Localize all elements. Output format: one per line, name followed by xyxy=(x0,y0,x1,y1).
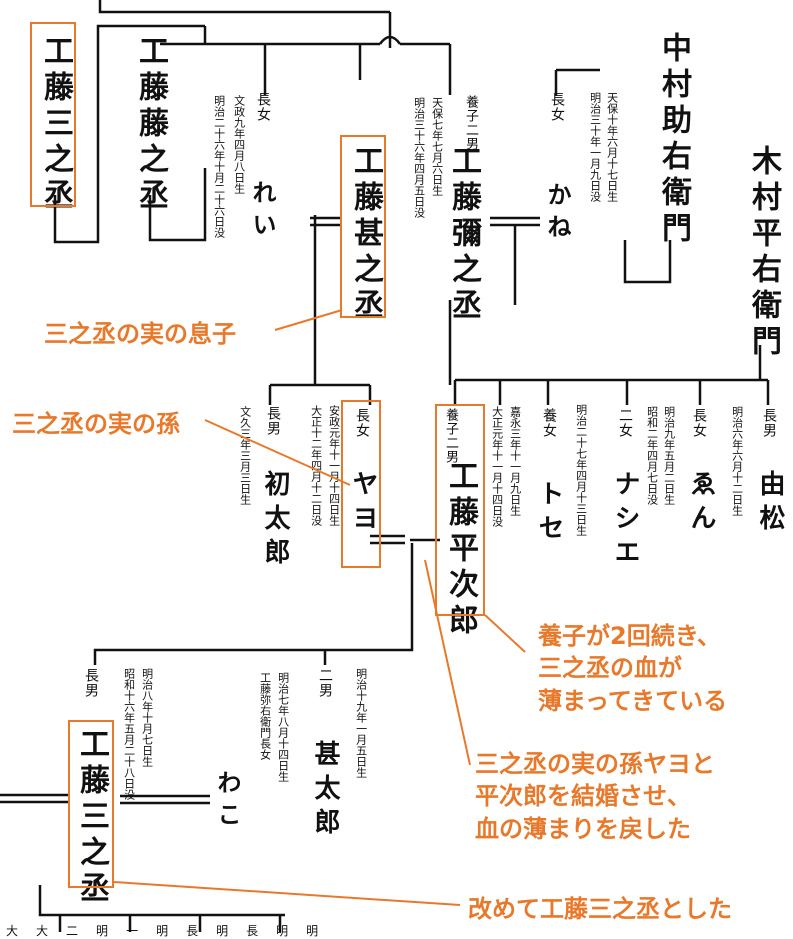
dates-heijiro-death: 大正元年十一月十四日没 xyxy=(490,406,504,527)
annotation-son: 三之丞の実の息子 xyxy=(44,320,236,348)
dates-yayo-birth: 安政元年十一月十四日生 xyxy=(327,405,341,526)
highlight-yayo xyxy=(341,400,381,568)
annotation-adoption-line: 薄まってきている xyxy=(538,686,728,715)
fragment: 明 xyxy=(156,924,169,938)
person-name-en: ゑん xyxy=(686,470,716,538)
person-name-tose: トセ xyxy=(534,480,564,548)
person-name-heijiro: 工藤平次郎 xyxy=(443,460,478,640)
relation-kane: 長女 xyxy=(549,92,565,122)
annotation-adoption-line: 三之丞の血が xyxy=(538,654,682,683)
relation-kudo-yanojo: 養子二男 xyxy=(463,95,478,151)
fragment: 一 xyxy=(126,924,139,938)
dates-heijiro-birth: 嘉永三年十一月九日生 xyxy=(508,406,522,516)
highlight-kudo-sannojo-bottom xyxy=(68,720,114,888)
person-name-kimura: 木村平右衛門 xyxy=(746,145,781,361)
dates-kane-birth: 天保十年六月十七日生 xyxy=(605,92,619,202)
person-name-jintaro: 甚太郎 xyxy=(310,740,340,842)
dates-nashie-birth: 明治九年五月二日生 xyxy=(662,406,676,505)
relation-jintaro: 二男 xyxy=(317,668,333,698)
relation-rei: 長女 xyxy=(255,92,271,122)
fragment: 長 xyxy=(186,924,199,938)
fragment: 二 xyxy=(66,924,79,938)
dates-wako-origin: 工藤弥右衛門長女 xyxy=(258,672,272,760)
person-name-rei: れい xyxy=(248,180,277,244)
highlight-kudo-sannojo-top xyxy=(30,22,76,207)
person-name-nashie: ナシエ xyxy=(610,470,640,572)
person-name-kudo-sannojo-top: 工藤三之丞 xyxy=(38,35,73,215)
relation-kudo-sannojo-bottom: 長男 xyxy=(83,668,99,698)
dates-wako-birth: 明治七年八月十四日生 xyxy=(276,672,290,782)
fragment: 明 xyxy=(306,924,319,938)
person-name-kudo-fujinojo: 工藤藤之丞 xyxy=(133,35,168,215)
relation-hatsutaro: 長男 xyxy=(265,406,281,436)
relation-nashie: 二女 xyxy=(617,408,633,438)
person-name-yayo: ヤヨ xyxy=(348,470,378,538)
person-name-kudo-sannojo-bottom: 工藤三之丞 xyxy=(74,728,109,908)
person-name-kudo-yanojo: 工藤彌之丞 xyxy=(446,145,481,325)
fragment: 長 xyxy=(246,924,259,938)
person-name-hatsutaro: 初太郎 xyxy=(260,470,290,572)
annotation-marriage-line: 平次郎を結婚させ、 xyxy=(475,782,691,811)
dates-kudo-yanojo-birth: 天保七年七月六日生 xyxy=(430,97,444,196)
dates-kudo-yanojo-death: 明治三十六年四月五日没 xyxy=(412,97,426,218)
person-name-kane: かね xyxy=(543,182,572,246)
bottom-fragments: 大 大 二 明 一 明 長 明 長 明 明 xyxy=(6,922,336,939)
annotation-rename: 改めて工藤三之丞とした xyxy=(468,895,732,923)
annotation-marriage: 三之丞の実の孫ヤヨと 平次郎を結婚させ、 血の薄まりを戻した xyxy=(475,748,715,845)
person-name-kudo-jinnojo: 工藤甚之丞 xyxy=(348,145,383,325)
dates-rei-death: 明治二十六年十月二十六日没 xyxy=(212,95,226,238)
annotation-adoption: 養子が2回続き、 三之丞の血が 薄まってきている xyxy=(538,620,727,717)
dates-kudo-sannojo-bottom-death: 昭和十六年五月二十八日没 xyxy=(122,668,136,800)
highlight-heijiro xyxy=(435,404,485,616)
person-name-nakamura: 中村助右衛門 xyxy=(656,32,691,248)
dates-tose-birth: 明治二十七年四月十三日生 xyxy=(574,404,588,536)
dates-nashie-death: 昭和二年四月七日没 xyxy=(645,406,659,505)
highlight-kudo-jinnojo xyxy=(340,135,386,318)
annotation-marriage-line: 血の薄まりを戻した xyxy=(475,814,691,843)
dates-rei-birth: 文政九年四月八日生 xyxy=(232,95,246,194)
fragment: 明 xyxy=(216,924,229,938)
relation-yayo: 長女 xyxy=(354,408,370,438)
dates-yayo-death: 大正十二年四月十二日没 xyxy=(309,405,323,526)
dates-hatsutaro-birth: 文久三年三月三日生 xyxy=(238,406,252,505)
annotation-adoption-line: 養子が2回続き、 xyxy=(538,622,722,650)
annotation-grandchild: 三之丞の実の孫 xyxy=(12,410,180,438)
annotation-marriage-line: 三之丞の実の孫ヤヨと xyxy=(475,750,715,778)
relation-tose: 養女 xyxy=(541,408,557,438)
person-name-wako: わこ xyxy=(213,770,242,834)
relation-yoshimatsu: 長男 xyxy=(761,408,777,438)
person-name-yoshimatsu: 由松 xyxy=(755,470,785,538)
fragment: 明 xyxy=(276,924,289,938)
dates-kane-death: 明治三十年一月九日没 xyxy=(588,92,602,202)
relation-en: 長女 xyxy=(691,408,707,438)
fragment: 明 xyxy=(96,924,109,938)
fragment: 大 xyxy=(36,924,49,938)
dates-jintaro-birth: 明治十九年一月五日生 xyxy=(354,668,368,778)
dates-kudo-sannojo-bottom-birth: 明治八年十月七日生 xyxy=(140,668,154,767)
fragment: 大 xyxy=(6,924,19,938)
dates-en-birth: 明治六年六月十二日生 xyxy=(730,406,744,516)
relation-heijiro: 養子二男 xyxy=(443,408,458,464)
